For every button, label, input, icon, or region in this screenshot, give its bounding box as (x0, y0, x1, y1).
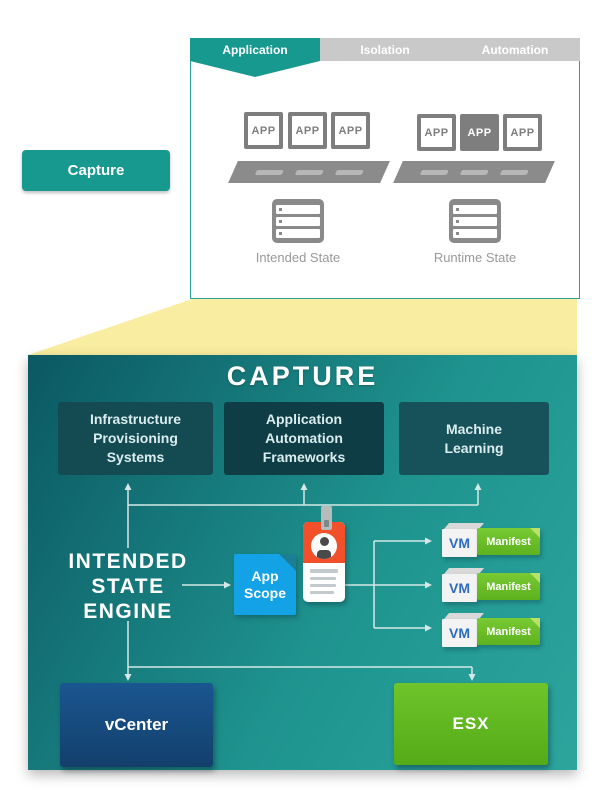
esx-box: ESX (394, 683, 548, 765)
server-icon (449, 199, 501, 243)
badge-clip-icon (321, 506, 332, 530)
server-slot (453, 216, 497, 226)
manifest-box: Manifest (477, 528, 540, 555)
vm-cube-icon: VM (442, 613, 485, 647)
esx-label: ESX (452, 714, 490, 733)
runtime-state-label: Runtime State (433, 250, 517, 265)
server-led (279, 219, 282, 223)
badge-photo (311, 533, 337, 559)
platform-dash (254, 169, 284, 175)
app-box-highlighted: APP (460, 114, 499, 151)
badge-line (310, 577, 336, 580)
server-slot (276, 228, 320, 238)
badge-text-lines (303, 563, 345, 594)
vm-cube-icon: VM (442, 523, 485, 557)
server-led (279, 231, 282, 235)
vcenter-box: vCenter (60, 683, 213, 767)
platform-dash (419, 169, 449, 175)
app-scope-label: App Scope (243, 567, 286, 601)
server-led (456, 207, 459, 211)
id-badge-icon (303, 522, 345, 602)
manifest-box: Manifest (477, 618, 540, 645)
server-icon (272, 199, 324, 243)
platform-icon (228, 161, 390, 183)
badge-header (303, 522, 345, 563)
intended-state-engine-label: INTENDED STATE ENGINE (68, 550, 188, 623)
app-box: APP (503, 114, 542, 151)
badge-clip-slot (324, 520, 329, 527)
tab-automation[interactable]: Automation (450, 38, 580, 61)
capture-button[interactable]: Capture (22, 150, 170, 191)
tab-application[interactable]: Application (190, 38, 320, 61)
tab-bar: Application Isolation Automation (190, 38, 580, 61)
server-led (456, 231, 459, 235)
manifest-fold-icon (530, 618, 540, 628)
zoom-beam (28, 299, 577, 355)
badge-line (310, 584, 336, 587)
manifest-label: Manifest (486, 535, 531, 548)
capture-diagram: CAPTURE Infrastructure Provisioning Syst… (28, 355, 577, 770)
manifest-fold-icon (530, 528, 540, 538)
manifest-fold-icon (530, 573, 540, 583)
diagram-title: CAPTURE (226, 361, 379, 391)
badge-line (310, 591, 334, 594)
server-slot (453, 204, 497, 214)
tab-isolation[interactable]: Isolation (320, 38, 450, 61)
vm-label: VM (442, 574, 477, 602)
app-scope-box: App Scope (234, 554, 296, 615)
person-icon-body (317, 550, 331, 559)
machine-learning-box: Machine Learning (399, 402, 549, 475)
application-panel: Application Isolation Automation APP APP… (190, 38, 580, 299)
person-icon (320, 537, 329, 546)
server-slot (276, 216, 320, 226)
manifest-label: Manifest (486, 580, 531, 593)
app-box: APP (288, 112, 327, 149)
capture-button-label: Capture (67, 162, 125, 179)
vm-label: VM (442, 529, 477, 557)
manifest-label: Manifest (486, 625, 531, 638)
server-slot (276, 204, 320, 214)
server-led (279, 207, 282, 211)
platform-icon (393, 161, 555, 183)
platform-dash (499, 169, 529, 175)
intended-state-label: Intended State (255, 250, 341, 265)
app-box: APP (417, 114, 456, 151)
vm-cube-icon: VM (442, 568, 485, 602)
platform-dash (334, 169, 364, 175)
active-tab-notch (190, 61, 320, 77)
app-box: APP (244, 112, 283, 149)
server-led (456, 219, 459, 223)
app-box: APP (331, 112, 370, 149)
vm-label: VM (442, 619, 477, 647)
manifest-box: Manifest (477, 573, 540, 600)
platform-dash (294, 169, 324, 175)
vcenter-label: vCenter (104, 715, 169, 734)
server-slot (453, 228, 497, 238)
badge-line (310, 569, 338, 573)
infrastructure-provisioning-box: Infrastructure Provisioning Systems (58, 402, 213, 475)
application-automation-box: Application Automation Frameworks (224, 402, 384, 475)
platform-dash (459, 169, 489, 175)
